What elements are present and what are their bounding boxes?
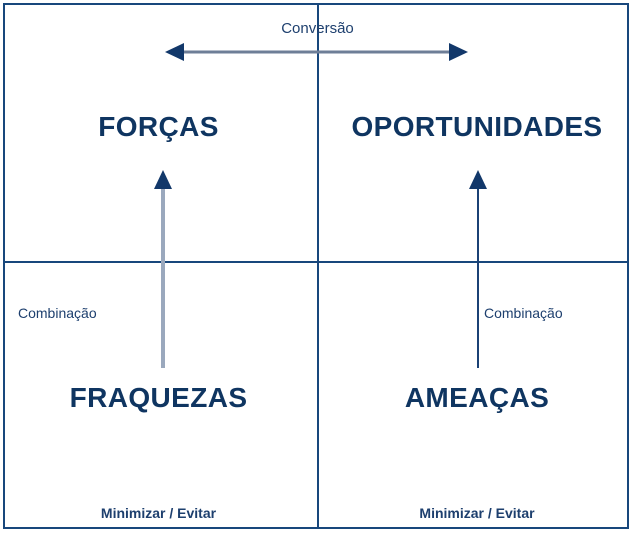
quadrant-title-strengths: FORÇAS <box>98 111 219 142</box>
quadrant-title-threats: AMEAÇAS <box>404 382 550 413</box>
quadrant-title-opportunities: OPORTUNIDADES <box>351 111 603 142</box>
diagram-frame <box>3 3 629 529</box>
combination-label-right: Combinação <box>484 305 563 321</box>
minimize-avoid-label-right: Minimizar / Evitar <box>419 505 535 521</box>
conversion-label: Conversão <box>281 20 354 37</box>
vertical-divider <box>317 5 319 529</box>
quadrant-title-weaknesses: FRAQUEZAS <box>69 382 248 413</box>
horizontal-divider <box>5 261 629 263</box>
combination-label-left: Combinação <box>18 305 97 321</box>
minimize-avoid-label-left: Minimizar / Evitar <box>100 505 217 521</box>
